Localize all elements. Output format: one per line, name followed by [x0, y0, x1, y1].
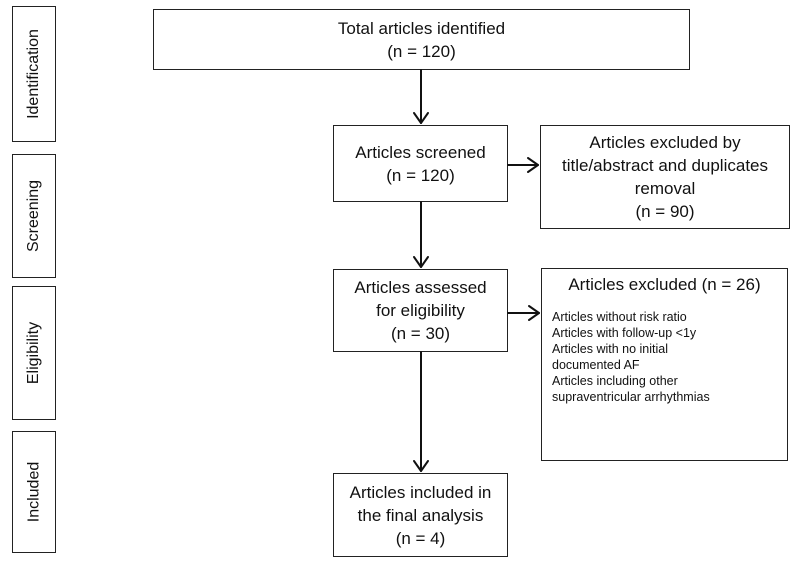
included-line1: Articles included in: [349, 482, 492, 502]
exclusion-reason: Articles without risk ratio: [552, 310, 687, 324]
included-box: Articles included in the final analysis …: [333, 473, 508, 557]
screened-title: Articles screened: [355, 142, 486, 162]
exclusion-reason: Articles with no initial documented AF: [552, 342, 669, 372]
exclusion-reason: Articles with follow-up <1y: [552, 326, 697, 340]
included-count: (n = 4): [395, 528, 446, 548]
arrow-assessed-to-excluded: [507, 305, 540, 321]
included-line2: the final analysis: [357, 505, 484, 525]
stage-eligibility: Eligibility: [12, 286, 56, 420]
excluded-screening-line1: Articles excluded by: [589, 133, 741, 152]
exclusion-reasons: Articles without risk ratio Articles wit…: [542, 309, 787, 405]
screened-count: (n = 120): [386, 165, 455, 185]
excluded-screening-line3: removal: [634, 179, 696, 198]
stage-identification: Identification: [12, 6, 56, 142]
assessed-line1: Articles assessed: [354, 278, 487, 297]
assessed-line2: for eligibility: [376, 301, 465, 320]
excluded-eligibility-title: Articles excluded (n = 26): [568, 275, 761, 294]
excluded-eligibility-box: Articles excluded (n = 26) Articles with…: [541, 268, 788, 461]
arrow-screened-to-assessed: [413, 201, 429, 268]
excluded-screening-line2: title/abstract and duplicates: [561, 156, 768, 175]
identified-count: (n = 120): [387, 41, 456, 61]
exclusion-reason: Articles including other supraventricula…: [552, 374, 710, 404]
assessed-box: Articles assessed for eligibility (n = 3…: [333, 269, 508, 352]
stage-included: Included: [12, 431, 56, 553]
identified-box: Total articles identified (n = 120): [153, 9, 690, 70]
arrow-screened-to-excluded: [507, 157, 539, 173]
assessed-count: (n = 30): [390, 324, 451, 343]
excluded-screening-box: Articles excluded by title/abstract and …: [540, 125, 790, 229]
excluded-screening-count: (n = 90): [635, 202, 695, 221]
arrow-identified-to-screened: [413, 69, 429, 124]
arrow-assessed-to-included: [413, 351, 429, 472]
identified-title: Total articles identified: [337, 18, 506, 38]
stage-screening: Screening: [12, 154, 56, 278]
